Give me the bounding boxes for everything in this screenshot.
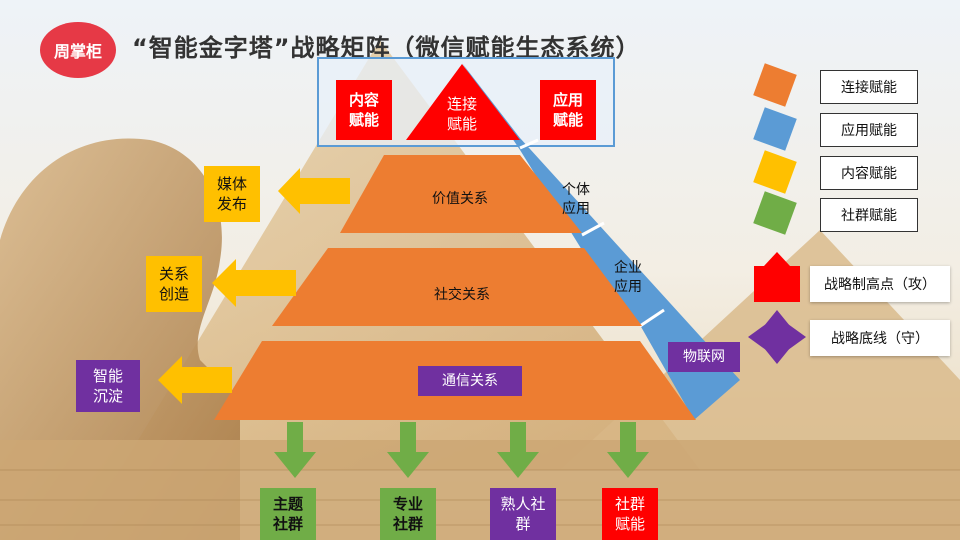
bottom-output-professional-line2: 社群 [392,515,423,533]
arrow-down-2 [387,422,429,478]
legend-label-connect: 连接赋能 [820,70,918,104]
layer-communication-text: 通信关系 [442,372,498,389]
bottom-output-community-line1: 社群 [614,494,645,513]
side-label-individual: 个体 应用 [548,176,604,224]
app-empower-line2: 赋能 [552,111,583,129]
app-empower-line1: 应用 [552,90,583,109]
legend-swatch-blue [753,107,797,151]
left-output-media-line2: 发布 [216,195,247,213]
content-empower-box: 内容 赋能 [336,80,392,140]
layer-value [340,155,582,233]
left-output-intelligence-line2: 沉淀 [92,387,123,405]
apex-label: 连接 赋能 [430,90,494,138]
side-label-iot: 物联网 [668,342,740,372]
layer-social [272,248,642,326]
left-output-relation-line1: 关系 [158,264,189,283]
symbol-label-bottom-line: 战略底线（守） [810,320,950,356]
content-empower-line2: 赋能 [348,111,379,129]
bottom-output-professional: 专业 社群 [380,488,436,540]
brand-logo: 周掌柜 [40,22,116,78]
bottom-output-professional-line1: 专业 [392,494,423,513]
content-empower-line1: 内容 [348,90,379,109]
apex-label-line2: 赋能 [446,115,477,133]
legend-label-app: 应用赋能 [820,113,918,147]
bottom-output-theme-line2: 社群 [272,515,303,533]
arrow-left-3 [158,356,232,404]
bottom-output-community-line2: 赋能 [614,515,645,533]
high-ground-icon [754,266,800,302]
bottom-output-theme-line1: 主题 [272,494,303,513]
layer-value-label: 价值关系 [432,191,488,207]
legend-label-community: 社群赋能 [820,198,918,232]
bottom-line-icon [748,310,806,364]
layer-social-label: 社交关系 [434,287,490,303]
arrow-down-4 [607,422,649,478]
side-label-enterprise-line1: 企业 [614,260,642,277]
legend-label-content: 内容赋能 [820,156,918,190]
side-label-iot-text: 物联网 [683,348,725,365]
legend-swatch-green [753,191,797,235]
layer-communication-label: 通信关系 [418,366,522,396]
arrow-left-2 [212,259,296,307]
arrow-left-1 [278,168,350,214]
bottom-output-theme: 主题 社群 [260,488,316,540]
app-empower-box: 应用 赋能 [540,80,596,140]
symbol-label-high-ground: 战略制高点（攻） [810,266,950,302]
side-label-enterprise: 企业 应用 [600,254,656,302]
left-output-intelligence: 智能 沉淀 [76,360,140,412]
side-label-enterprise-line2: 应用 [614,279,642,295]
bottom-output-acquaintance-line2: 群 [515,515,531,533]
arrow-down-1 [274,422,316,478]
legend-swatch-yellow [753,150,797,194]
side-band-blue [462,63,740,420]
side-label-individual-line2: 应用 [562,201,590,217]
bottom-output-community: 社群 赋能 [602,488,658,540]
left-output-relation-line2: 创造 [158,285,189,303]
apex-label-line1: 连接 [446,94,477,113]
left-output-relation: 关系 创造 [146,256,202,312]
arrow-down-3 [497,422,539,478]
apex-triangle [406,64,520,140]
side-label-individual-line1: 个体 [562,182,590,199]
left-output-intelligence-line1: 智能 [92,366,123,385]
left-output-media: 媒体 发布 [204,166,260,222]
bottom-output-acquaintance: 熟人社 群 [490,488,556,540]
bottom-output-acquaintance-line1: 熟人社 [500,494,546,513]
legend-swatch-orange [753,63,797,107]
left-output-media-line1: 媒体 [216,174,247,193]
